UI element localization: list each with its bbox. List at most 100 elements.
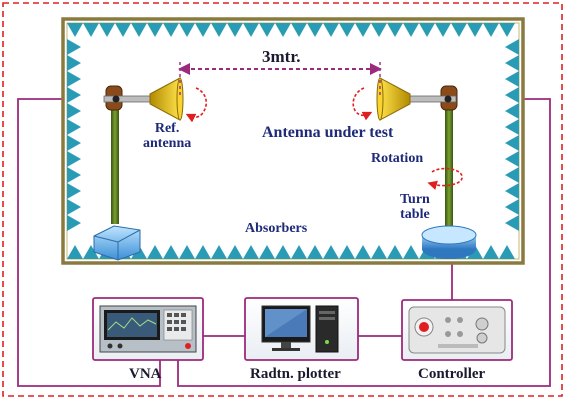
absorber-cone [403,23,419,37]
vna-label: VNA [129,366,162,382]
absorber-cone [323,23,339,37]
absorber-cone [83,245,99,259]
horn-antenna-icon [149,77,184,121]
absorber-cone [387,23,403,37]
absorber-cone [483,245,499,259]
aut-assembly [376,77,477,259]
absorber-cone [467,23,483,37]
aut-mast [445,96,453,236]
rotation-arrows [185,87,463,190]
absorber-cone [499,245,515,259]
absorber-cone [179,245,195,259]
turn-table-label-line1: Turn [400,192,430,207]
absorber-cone [67,199,81,215]
absorber-cone [291,23,307,37]
absorber-cone [275,245,291,259]
absorber-cone [505,55,519,71]
absorber-cone [259,23,275,37]
absorber-cone [505,103,519,119]
plotter-box [244,297,359,361]
absorber-cone [505,199,519,215]
ref-mast [111,96,119,224]
absorber-cone [67,151,81,167]
absorber-cone [451,23,467,37]
absorbers-label: Absorbers [245,221,308,236]
absorber-cone [227,23,243,37]
absorber-cone [67,103,81,119]
absorber-cone [505,119,519,135]
absorber-cone [355,245,371,259]
absorber-cone [211,245,227,259]
ref-rotation-arrow [185,87,208,123]
ref-antenna-label-line1: Ref. [154,121,180,136]
absorber-cone [115,23,131,37]
absorber-cone [259,245,275,259]
absorber-cone [483,23,499,37]
vna-box [92,297,204,361]
controller-box [401,299,513,361]
desktop-computer-icon [261,305,339,353]
absorber-cone [67,135,81,151]
absorber-cone [67,183,81,199]
ref-mast-base [93,225,141,261]
absorber-cone [227,245,243,259]
absorber-cone [505,183,519,199]
turn-table-icon [421,225,477,259]
absorber-cone [505,87,519,103]
aut-label: Antenna under test [262,124,394,141]
absorber-cone [179,23,195,37]
horn-antenna-icon [376,77,411,121]
absorber-cone [307,245,323,259]
absorber-cone [505,167,519,183]
absorber-cone [371,23,387,37]
absorber-cone [147,23,163,37]
absorber-cones [67,23,519,259]
absorber-cone [99,23,115,37]
ref-antenna-label: Ref. antenna [143,121,192,151]
absorber-cone [195,23,211,37]
absorber-cone [67,71,81,87]
absorber-cone [505,71,519,87]
absorber-cone [339,23,355,37]
absorber-cone [435,23,451,37]
absorber-cone [323,245,339,259]
controller-panel-icon [408,306,506,354]
absorber-cone [67,39,81,55]
absorber-cone [195,245,211,259]
absorber-cone [163,23,179,37]
absorber-cone [163,245,179,259]
absorber-cone [67,167,81,183]
aut-cable [177,98,551,387]
absorber-cone [211,23,227,37]
turn-table-label: Turn table [400,192,430,222]
absorber-cone [67,245,83,259]
absorber-cone [505,215,519,231]
absorber-cone [67,119,81,135]
turntable-rotation-arrow [427,167,463,190]
network-analyzer-icon [99,305,197,353]
absorber-cone [371,245,387,259]
signal-cables [17,98,551,387]
absorber-cone [307,23,323,37]
ref-antenna-assembly [93,77,184,261]
absorber-cone [83,23,99,37]
absorber-cone [67,215,81,231]
absorber-cone [339,245,355,259]
absorber-cone [499,23,515,37]
distance-arrow [178,62,382,98]
absorber-cone [67,55,81,71]
absorber-cone [419,23,435,37]
absorber-cone [243,23,259,37]
absorber-cone [67,23,83,37]
absorber-cone [147,245,163,259]
absorber-cone [387,245,403,259]
ref-antenna-label-line2: antenna [143,135,192,151]
turn-table-label-line2: table [400,206,430,222]
absorber-cone [355,23,371,37]
absorber-cone [505,151,519,167]
absorber-cone [131,23,147,37]
controller-label: Controller [418,366,486,382]
absorber-cone [67,87,81,103]
